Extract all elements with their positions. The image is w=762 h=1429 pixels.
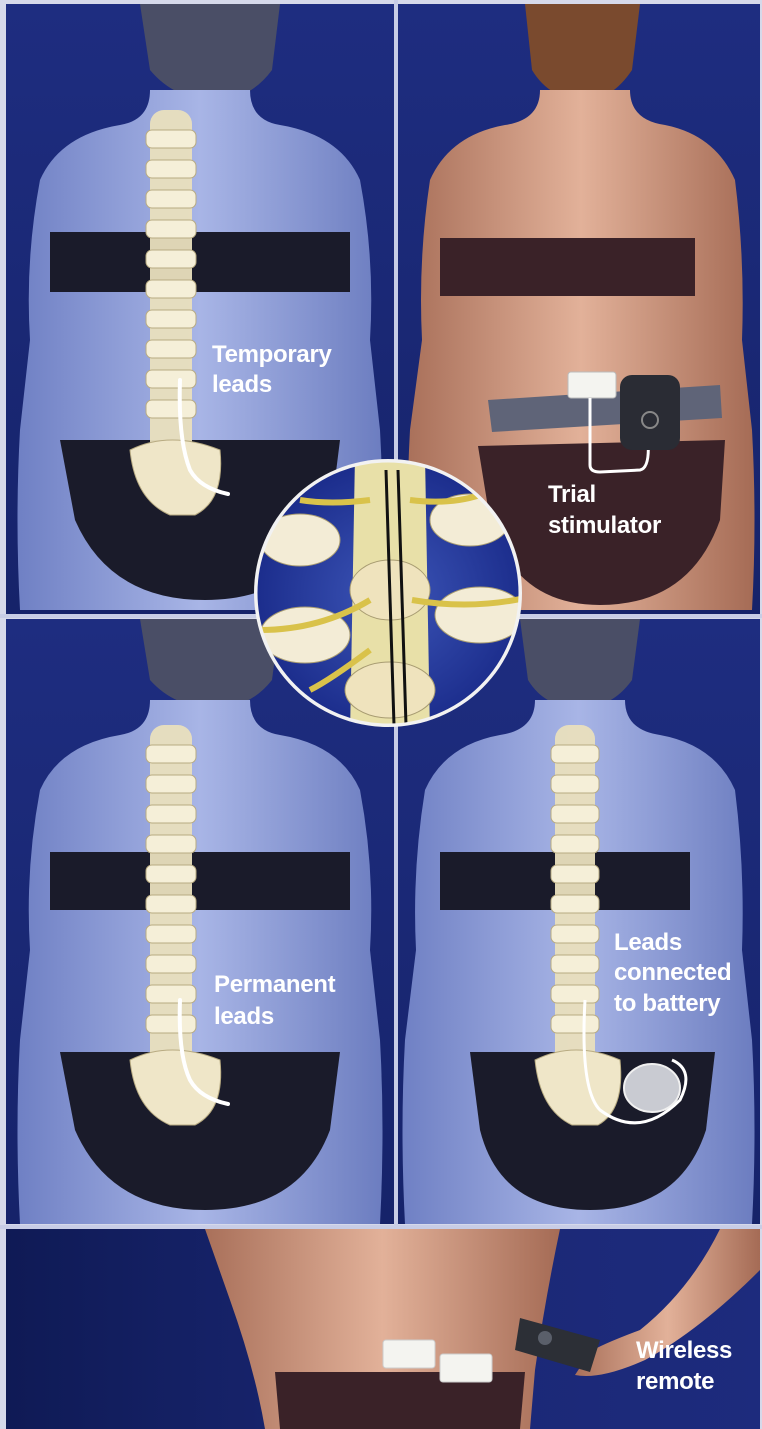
label-temporary-leads-line2: leads [212, 371, 272, 398]
panel-wireless-remote: Wireless remote [6, 1229, 760, 1429]
label-permanent-leads-line1: Permanent [214, 971, 336, 998]
label-leads-connected-line2: connected [614, 959, 731, 986]
label-leads-connected-line1: Leads [614, 929, 682, 956]
label-trial-stimulator-line2: stimulator [548, 512, 661, 539]
implanted-battery-icon [624, 1064, 680, 1112]
label-leads-connected-line3: to battery [614, 990, 721, 1017]
label-permanent-leads-line2: leads [214, 1003, 274, 1030]
label-trial-stimulator-line1: Trial [548, 481, 596, 508]
label-temporary-leads-line1: Temporary [212, 341, 333, 368]
label-wireless-remote-line2: remote [636, 1368, 714, 1395]
label-wireless-remote-line1: Wireless [636, 1337, 732, 1364]
